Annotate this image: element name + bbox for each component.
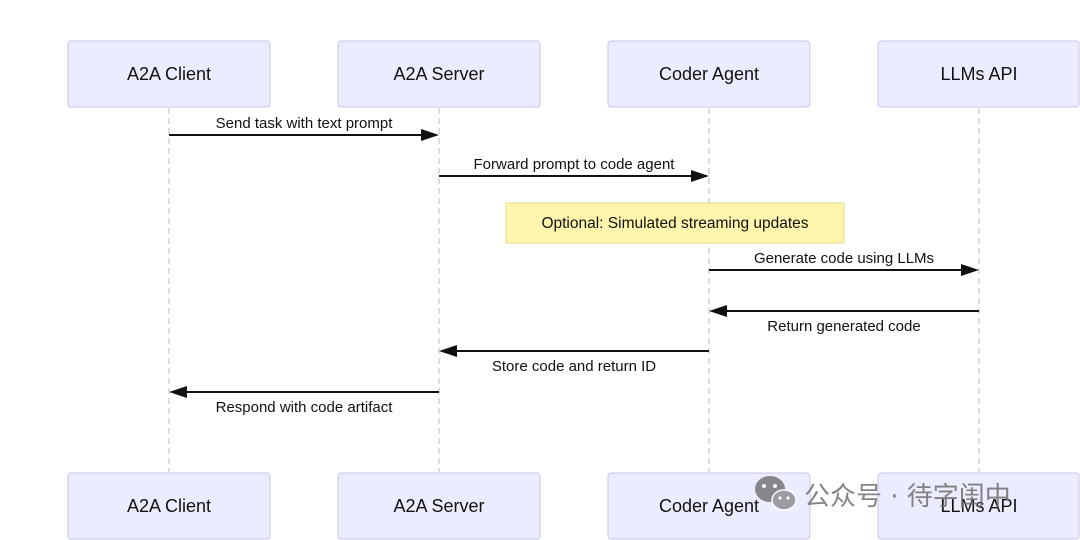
- message-label: Store code and return ID: [492, 358, 656, 375]
- actor-bottom-server-label: A2A Server: [393, 496, 484, 516]
- note-box: [505, 202, 845, 244]
- message-label: Respond with code artifact: [216, 399, 394, 416]
- message-label: Return generated code: [767, 318, 920, 335]
- actor-bottom-llm: LLMs API: [877, 472, 1080, 540]
- message-send-task: Send task with text prompt: [169, 115, 439, 141]
- message-forward-prompt: Forward prompt to code agent: [439, 156, 709, 182]
- arrowhead-left: [709, 305, 727, 317]
- actor-top-llm-label: LLMs API: [940, 64, 1017, 84]
- actor-bottom-llm-label: LLMs API: [940, 496, 1017, 516]
- wechat-icon: [755, 476, 797, 511]
- watermark: 公众号 · 待字闺中: [755, 476, 1011, 512]
- actor-bottom-client: A2A Client: [67, 472, 271, 540]
- message-generate-code: Generate code using LLMs: [709, 250, 979, 276]
- actor-top-client: A2A Client: [67, 40, 271, 108]
- message-store-code: Store code and return ID: [439, 345, 709, 375]
- message-label: Forward prompt to code agent: [474, 156, 676, 173]
- message-label: Generate code using LLMs: [754, 250, 934, 267]
- actor-bottom-coder-label: Coder Agent: [659, 496, 759, 516]
- lifelines: [168, 108, 980, 472]
- note: Optional: Simulated streaming updates: [505, 202, 845, 244]
- actor-top-coder: Coder Agent: [607, 40, 811, 108]
- message-label: Send task with text prompt: [216, 115, 394, 132]
- actor-bottom-client-label: A2A Client: [127, 496, 211, 516]
- note-label: Optional: Simulated streaming updates: [541, 215, 808, 232]
- message-return-code: Return generated code: [709, 305, 979, 335]
- arrowhead-right: [961, 264, 979, 276]
- message-respond-artifact: Respond with code artifact: [169, 386, 439, 416]
- actor-top-coder-label: Coder Agent: [659, 64, 759, 84]
- watermark-text: 公众号 · 待字闺中: [804, 482, 1011, 512]
- actor-top-llm: LLMs API: [877, 40, 1080, 108]
- actors-top: A2A Client A2A Server Coder Agent LLMs A…: [67, 40, 1080, 108]
- arrowhead-right: [691, 170, 709, 182]
- actor-bottom-server: A2A Server: [337, 472, 541, 540]
- arrowhead-right: [421, 129, 439, 141]
- actor-top-server-label: A2A Server: [393, 64, 484, 84]
- arrowhead-left: [439, 345, 457, 357]
- actor-top-client-label: A2A Client: [127, 64, 211, 84]
- actor-top-server: A2A Server: [337, 40, 541, 108]
- messages: Send task with text prompt Forward promp…: [169, 115, 979, 416]
- arrowhead-left: [169, 386, 187, 398]
